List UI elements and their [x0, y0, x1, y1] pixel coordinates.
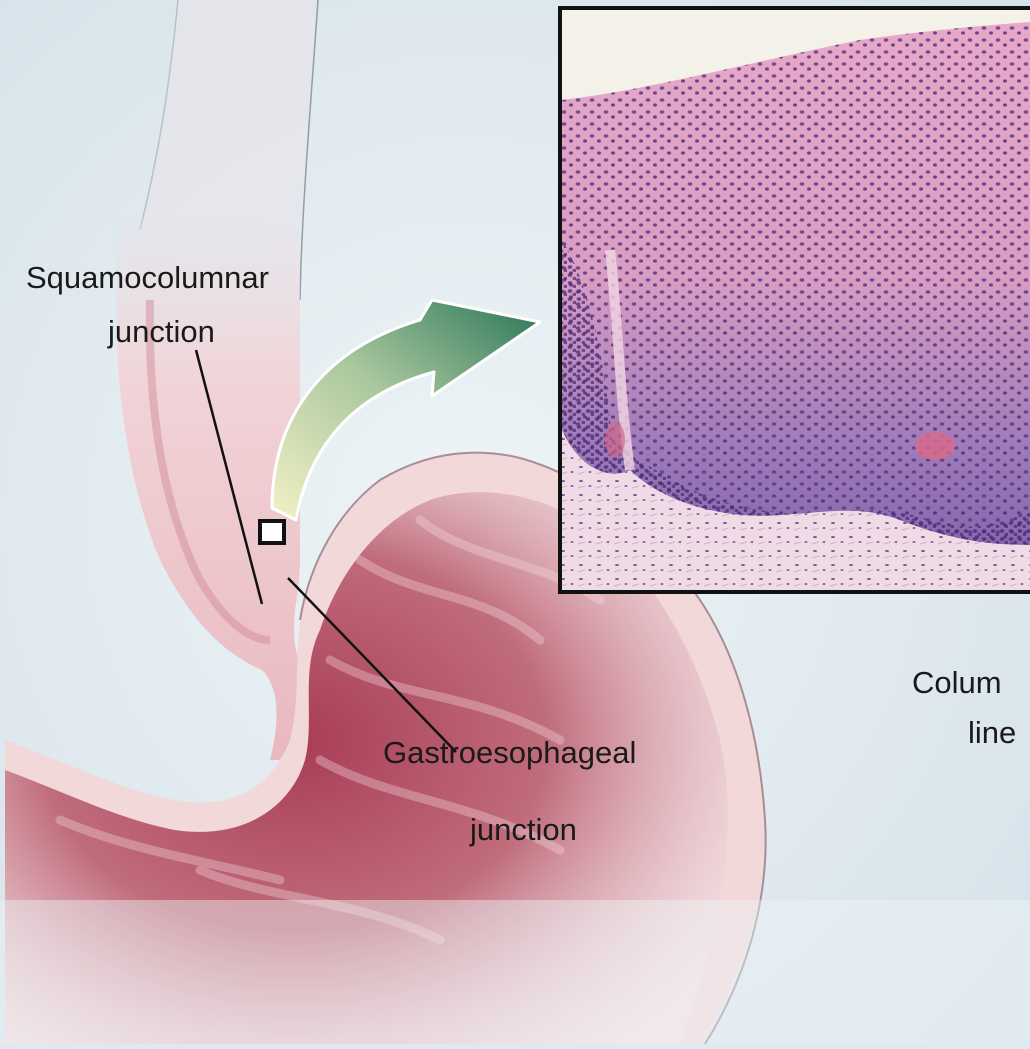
histology-inset [562, 10, 1030, 590]
gastroesophageal-label-line1: Gastroesophageal [383, 735, 636, 771]
gastroesophageal-label-line2: junction [470, 812, 577, 848]
columnar-label-line1: Colum [912, 665, 1002, 701]
columnar-label-line2: line [968, 715, 1016, 751]
focus-square [260, 521, 284, 543]
squamocolumnar-label-line1: Squamocolumnar [26, 260, 269, 296]
squamocolumnar-label-line2: junction [108, 314, 215, 350]
